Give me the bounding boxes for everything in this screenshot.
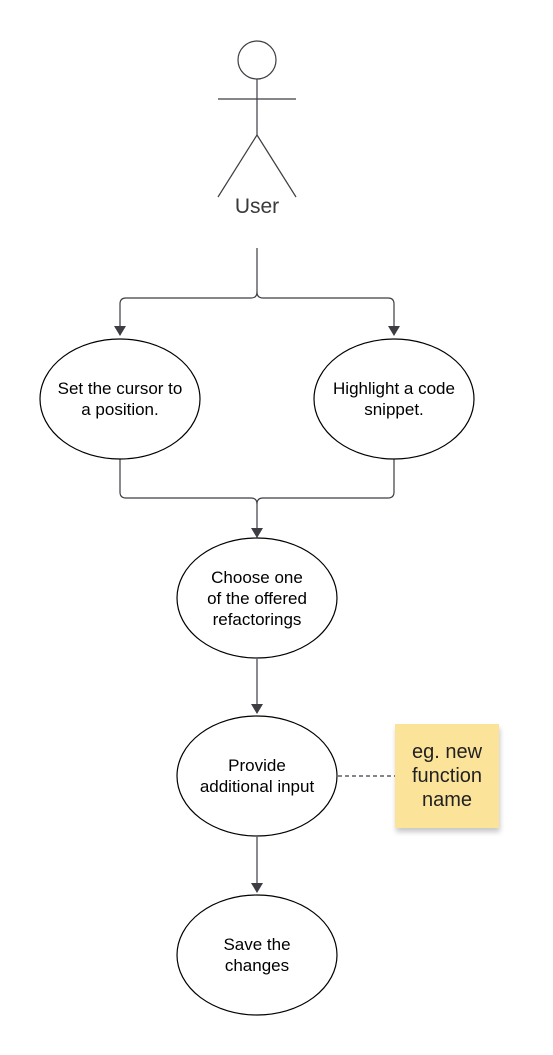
actor-head bbox=[237, 40, 277, 80]
actor-left-leg bbox=[217, 134, 258, 198]
use-case-highlight-shape bbox=[313, 338, 475, 460]
connector-highlight-to-choose bbox=[256, 459, 395, 505]
connectors bbox=[114, 248, 400, 893]
connector-user-to-highlight bbox=[256, 291, 400, 336]
sticky-note: eg. new function name bbox=[395, 724, 499, 828]
use-case-save-shape bbox=[176, 894, 338, 1016]
connector-set-cursor-to-choose bbox=[119, 459, 263, 538]
use-case-set-cursor-label: Set the cursor to a position. bbox=[57, 379, 183, 419]
use-case-save-label: Save the changes bbox=[223, 935, 291, 975]
connector-user-to-set-cursor bbox=[114, 248, 258, 336]
use-case-shapes bbox=[39, 338, 475, 1016]
sticky-note-text: eg. new function name bbox=[411, 741, 483, 811]
use-case-choose-label: Choose one of the offered refactorings bbox=[207, 567, 307, 629]
use-case-highlight-label: Highlight a code snippet. bbox=[333, 379, 455, 419]
use-case-choose-shape bbox=[176, 537, 338, 659]
user-actor-figure bbox=[217, 40, 297, 198]
user-actor-label: User bbox=[234, 195, 280, 218]
use-case-set-cursor-shape bbox=[39, 338, 201, 460]
use-case-provide-shape bbox=[176, 715, 338, 837]
actor-right-leg bbox=[256, 134, 297, 198]
use-case-provide-label: Provide additional input bbox=[199, 756, 315, 796]
